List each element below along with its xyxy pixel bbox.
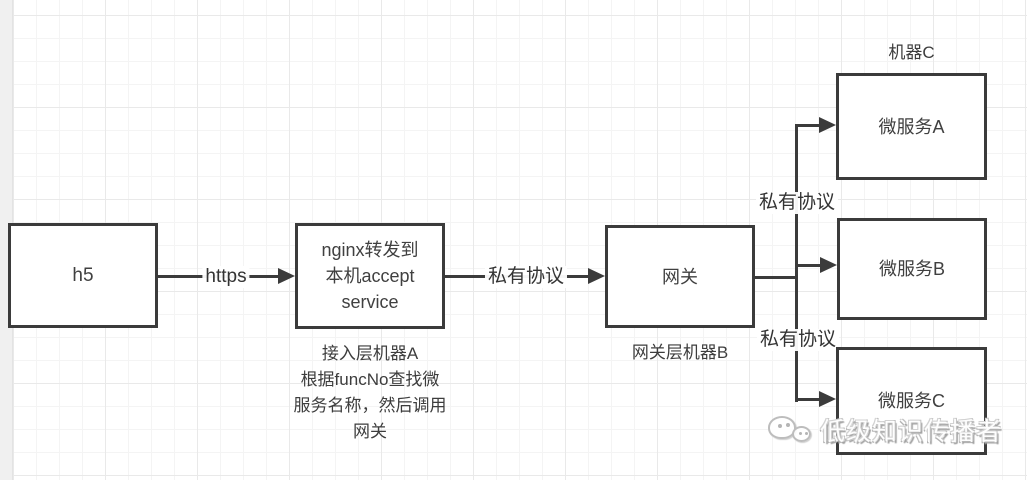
- node-microservice-c-label: 微服务C: [878, 391, 945, 411]
- edge-branch-to-service-a: [795, 124, 823, 127]
- node-nginx-label-line: 本机accept: [325, 266, 415, 286]
- wechat-icon-bubble-small: [792, 426, 811, 442]
- edge-label-https: https: [202, 266, 250, 288]
- arrowhead-icon: [588, 268, 605, 284]
- node-gateway: 网关: [605, 225, 755, 328]
- edge-label-private-protocol-mid: 私有协议: [484, 266, 568, 288]
- edge-label-private-protocol-bottom: 私有协议: [757, 329, 840, 351]
- edge-trunk-vertical: [795, 124, 798, 402]
- node-microservice-b: 微服务B: [837, 218, 987, 320]
- annotation-access-layer-line: 接入层机器A: [321, 344, 419, 363]
- annotation-machine-c: 机器C: [888, 43, 935, 62]
- node-microservice-c: 微服务C: [836, 347, 987, 455]
- node-nginx-label-line: nginx转发到: [321, 240, 419, 260]
- watermark: 低级知识传播者: [766, 410, 1002, 450]
- node-nginx-label-line: service: [341, 292, 399, 312]
- node-gateway-label: 网关: [662, 266, 698, 287]
- annotation-access-layer-line: 服务名称，然后调用: [293, 396, 447, 415]
- watermark-text: 低级知识传播者: [820, 418, 1003, 446]
- node-microservice-a-label: 微服务A: [878, 116, 945, 137]
- node-nginx-accept-service: nginx转发到 本机accept service: [295, 223, 445, 329]
- annotation-gateway-machine-b: 网关层机器B: [631, 343, 729, 362]
- edge-branch-to-service-c: [795, 398, 823, 401]
- node-h5-label: h5: [72, 264, 94, 286]
- arrowhead-icon: [278, 268, 295, 284]
- edge-gateway-to-trunk: [755, 276, 798, 279]
- arrowhead-icon: [819, 391, 836, 407]
- node-h5: h5: [8, 223, 158, 328]
- node-microservice-a: 微服务A: [836, 73, 987, 180]
- annotation-access-layer-line: 根据funcNo查找微: [300, 370, 440, 389]
- wechat-icon: [766, 410, 816, 450]
- arrowhead-icon: [819, 117, 836, 133]
- node-microservice-b-label: 微服务B: [878, 259, 945, 279]
- annotation-access-layer-line: 网关: [353, 422, 387, 441]
- edge-label-private-protocol-top: 私有协议: [756, 192, 839, 214]
- annotation-access-layer-note: 接入层机器A 根据funcNo查找微 服务名称，然后调用 网关: [262, 341, 478, 445]
- arrowhead-icon: [820, 257, 837, 273]
- edge-branch-to-service-b: [795, 264, 823, 267]
